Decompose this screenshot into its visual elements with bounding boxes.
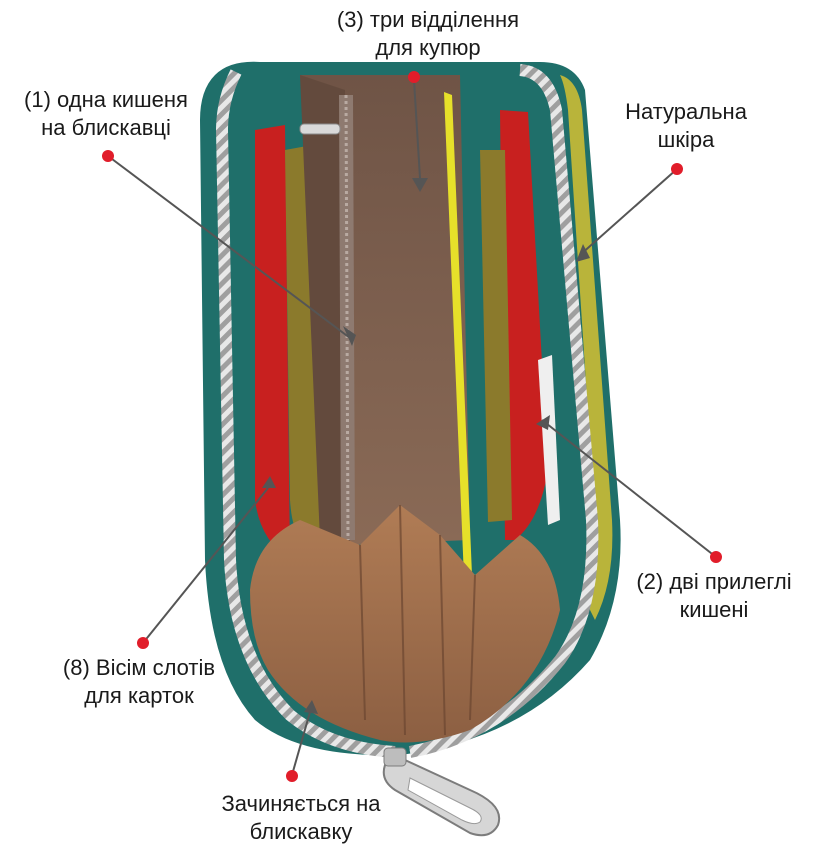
zipper-left (215, 69, 396, 758)
center-left-wall (300, 75, 350, 545)
callout-side-pockets-line2: кишені (679, 597, 749, 622)
callout-card-slots-line2: для карток (84, 683, 194, 708)
callout-side-pockets: (2) дві прилеглі кишені (614, 568, 814, 624)
right-mustard (480, 150, 512, 522)
callout-leather-line2: шкіра (657, 127, 715, 152)
marker-compartments (408, 71, 420, 83)
callout-zip-pocket-line1: (1) одна кишеня (24, 87, 188, 112)
yellow-divider (444, 92, 472, 578)
callout-closure: Зачиняється на блискавку (196, 790, 406, 846)
leader-card-slots (142, 487, 269, 644)
callout-card-slots: (8) Вісім слотів для карток (34, 654, 244, 710)
leader-arrowheads (262, 178, 590, 714)
callout-leather-line1: Натуральна (625, 99, 747, 124)
marker-card-slots (137, 637, 149, 649)
pocket-zip-pull (299, 123, 341, 135)
left-red-lining (255, 125, 290, 560)
callout-leather: Натуральна шкіра (606, 98, 766, 154)
callout-compartments-line2: для купюр (375, 35, 481, 60)
callout-zip-pocket-line2: на блискавці (41, 115, 171, 140)
card-slots (250, 505, 560, 743)
callout-compartments: (3) три відділення для купюр (318, 6, 538, 62)
marker-leather (671, 163, 683, 175)
leader-compartments (413, 79, 421, 179)
right-white-strip (538, 355, 560, 525)
right-edge (560, 75, 613, 620)
marker-closure (286, 770, 298, 782)
leader-lines (107, 79, 717, 776)
callout-compartments-line1: (3) три відділення (336, 7, 520, 32)
leader-zip-pocket (107, 155, 351, 339)
callout-zip-pocket: (1) одна кишеня на блискавці (6, 86, 206, 142)
right-red-lining (500, 110, 548, 540)
leader-side-pockets (541, 419, 717, 558)
callout-markers (102, 71, 722, 782)
marker-zip-pocket (102, 150, 114, 162)
marker-side-pockets (710, 551, 722, 563)
callout-card-slots-line1: (8) Вісім слотів (62, 655, 216, 680)
leader-leather (579, 168, 678, 256)
callout-closure-line2: блискавку (249, 819, 353, 844)
leader-closure (291, 711, 311, 776)
callout-closure-line1: Зачиняється на (221, 791, 381, 816)
zipper-right (408, 64, 599, 758)
callout-side-pockets-line1: (2) дві прилеглі (636, 569, 792, 594)
